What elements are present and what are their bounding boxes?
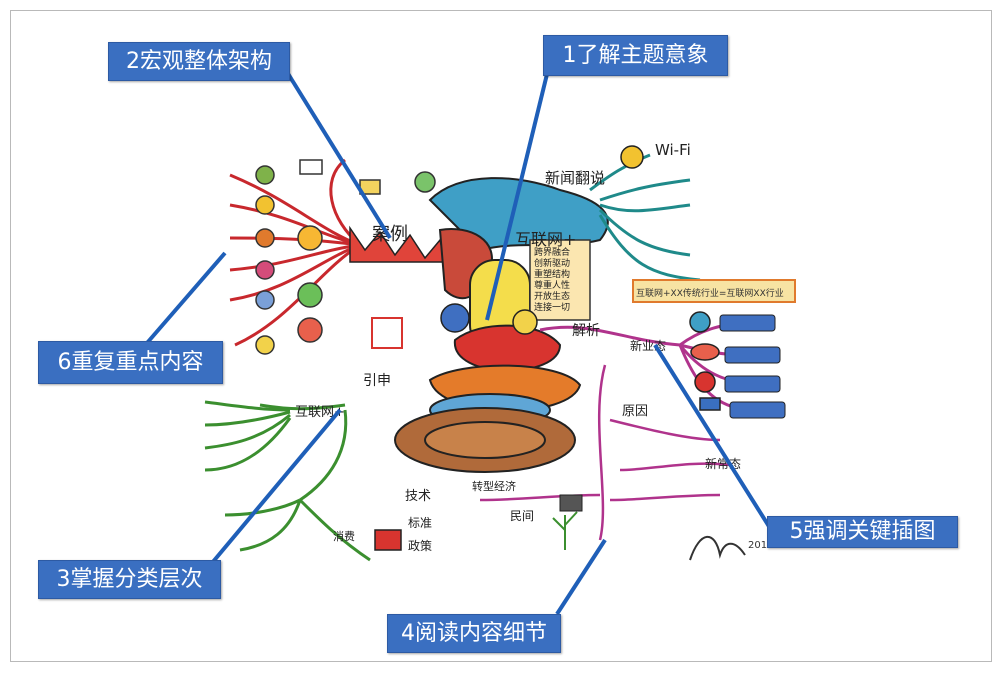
wifi-icon [512, 309, 538, 335]
wifi-label: Wi-Fi [655, 141, 691, 159]
center-title: 互联网+ [515, 230, 576, 249]
industry-icons [689, 311, 721, 411]
signature [689, 535, 746, 561]
central-figure [394, 177, 609, 473]
internet-plus-branch-group [204, 400, 371, 562]
cases-branch-group [229, 158, 361, 347]
center-lines: 跨界融合 创新驱动 重塑结构 尊重人性 开放生态 连接一切 [534, 246, 570, 313]
callout-read-details: 4阅读内容细节 [387, 614, 561, 653]
center-line: 连接一切 [534, 301, 570, 313]
keyword-banner [632, 279, 796, 303]
wifi-logo-icon [620, 145, 644, 169]
callout-macro-structure: 2宏观整体架构 [108, 42, 290, 81]
news-branch-group [589, 153, 701, 282]
callout-connectors [145, 69, 772, 616]
callout-master-hierarchy: 3掌握分类层次 [38, 560, 221, 599]
civil-label: 民间 [510, 509, 534, 523]
signature-year: 2015 [748, 540, 773, 551]
case-icons [255, 159, 436, 355]
origin-label: 引申 [363, 373, 391, 389]
meaning-label: 解析 [572, 323, 600, 339]
consumption-label: 消费 [333, 529, 355, 543]
seal-stamp [371, 317, 403, 349]
new-normal-label: 新常态 [705, 456, 741, 471]
wifi-icon [440, 303, 470, 333]
connector-5 [653, 343, 772, 530]
center-line: 尊重人性 [534, 279, 570, 291]
connector-6 [145, 251, 227, 345]
callout-emphasize-illustrations: 5强调关键插图 [767, 516, 958, 548]
transform-label: 转型经济 [472, 479, 516, 493]
callout-understand-theme: 1了解主题意象 [543, 35, 728, 76]
center-line: 跨界融合 [534, 246, 570, 258]
center-line: 重塑结构 [534, 268, 570, 280]
connector-4 [555, 538, 607, 616]
connector-1 [485, 69, 550, 321]
policy-label: 政策 [408, 539, 432, 553]
standard-label: 标准 [408, 516, 432, 530]
connector-3 [210, 408, 342, 565]
factory-icon [559, 494, 583, 512]
technology-label: 技术 [405, 489, 431, 504]
center-line: 创新驱动 [534, 257, 570, 269]
news-label: 新闻翻说 [545, 169, 605, 187]
cases-zigzag-banner [349, 225, 446, 263]
policy-icon [374, 529, 402, 551]
reason-label: 原因 [622, 404, 648, 419]
reason-branch-group [479, 364, 731, 541]
callout-repeat-key-content: 6重复重点内容 [38, 341, 223, 384]
center-line: 开放生态 [534, 290, 570, 302]
connector-2 [285, 70, 392, 240]
center-text-panel [529, 239, 591, 321]
plant-icon [552, 511, 578, 550]
industry-tags [719, 314, 786, 419]
keyword-text: 互联网+XX传统行业=互联网XX行业 [636, 287, 784, 299]
